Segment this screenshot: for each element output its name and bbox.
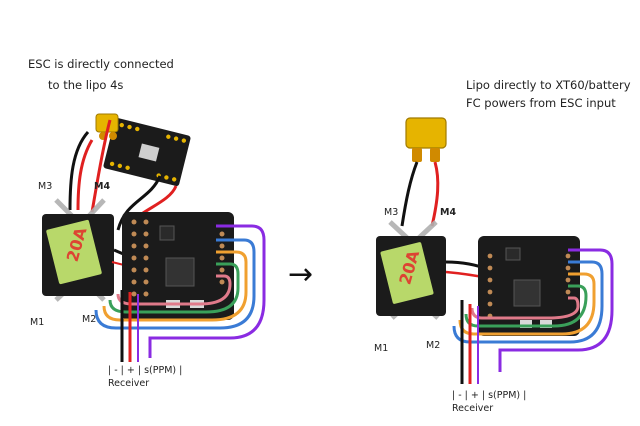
right-receiver-pins: | - | + | s(PPM) | [452, 390, 526, 401]
right-note-line2: FC powers from ESC input [466, 96, 616, 110]
left-note-line1: ESC is directly connected [28, 57, 174, 71]
left-receiver-label: Receiver [108, 378, 149, 389]
esc-board-right: 20A [376, 236, 446, 316]
right-motor-m4-label: M4 [440, 207, 456, 218]
right-diagram: Lipo directly to XT60/battery FC powers … [374, 78, 631, 414]
motor-signal-wires-left [94, 224, 266, 358]
left-motor-m3-label: M3 [38, 181, 52, 192]
left-receiver-pins: | - | + | s(PPM) | [108, 365, 182, 376]
left-motor-m4-label: M4 [94, 181, 110, 192]
left-motor-m2-label: M2 [82, 314, 96, 325]
left-motor-m1-label: M1 [30, 317, 44, 328]
right-motor-m3-label: M3 [384, 207, 398, 218]
right-motor-m1-label: M1 [374, 343, 388, 354]
left-diagram: ESC is directly connected to the lipo 4s [28, 57, 266, 389]
power-distribution-board [95, 113, 191, 187]
flight-controller-right [478, 236, 580, 336]
left-note-line2: to the lipo 4s [48, 78, 123, 92]
right-receiver-label: Receiver [452, 403, 493, 414]
esc-board-left: 20A [42, 214, 114, 296]
right-note-line1: Lipo directly to XT60/battery [466, 78, 631, 92]
right-motor-m2-label: M2 [426, 340, 440, 351]
arrow-icon: → [288, 257, 313, 292]
xt60-connector-right [405, 117, 447, 162]
